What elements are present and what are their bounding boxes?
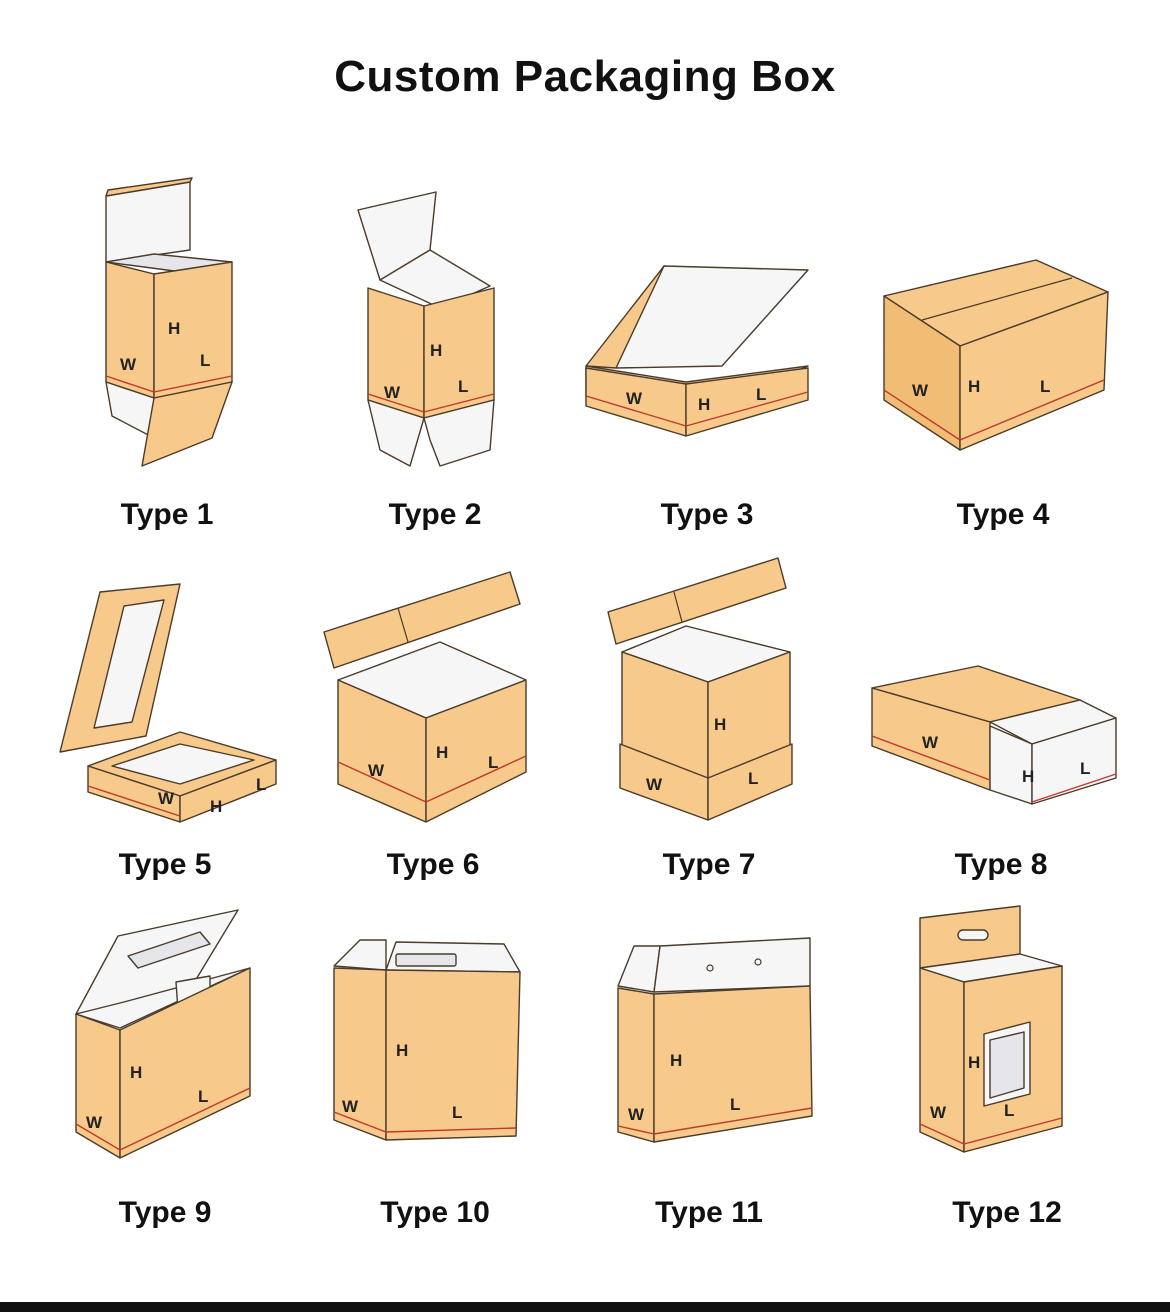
box-type-6-h: H bbox=[436, 743, 448, 762]
box-type-7: W H L Type 7 bbox=[574, 522, 844, 882]
box-type-3: W H L Type 3 bbox=[572, 170, 842, 531]
box-type-5-illustration: W H L bbox=[59, 583, 277, 823]
box-type-12-w: W bbox=[930, 1103, 947, 1122]
page-title: Custom Packaging Box bbox=[334, 52, 836, 101]
box-type-2-h: H bbox=[430, 341, 442, 360]
box-type-6-illustration: W H L bbox=[323, 571, 527, 823]
box-type-4-h: H bbox=[968, 377, 980, 396]
bottom-border bbox=[0, 1302, 1170, 1312]
box-type-5-w: W bbox=[158, 789, 175, 808]
box-type-8-l: L bbox=[1080, 759, 1090, 778]
box-type-11-w: W bbox=[628, 1105, 645, 1124]
box-type-8-h: H bbox=[1022, 767, 1034, 786]
box-type-12-illustration: W H L bbox=[919, 905, 1063, 1153]
box-type-3-h: H bbox=[698, 395, 710, 414]
box-type-1-label: Type 1 bbox=[120, 498, 214, 531]
box-type-9-w: W bbox=[86, 1113, 103, 1132]
box-type-4-l: L bbox=[1040, 377, 1050, 396]
box-type-7-label: Type 7 bbox=[662, 848, 756, 881]
box-type-11-h: H bbox=[670, 1051, 682, 1070]
box-type-12: W H L Type 12 bbox=[872, 905, 1142, 1266]
box-type-10: W H L Type 10 bbox=[300, 906, 570, 1266]
box-type-8-label: Type 8 bbox=[954, 848, 1048, 881]
box-type-8: W H L Type 8 bbox=[866, 522, 1136, 882]
box-type-11: W H L Type 11 bbox=[574, 906, 844, 1266]
box-type-5-label: Type 5 bbox=[118, 848, 212, 881]
box-type-1-l: L bbox=[200, 351, 210, 370]
box-type-2-label: Type 2 bbox=[388, 498, 482, 531]
box-type-5: W H L Type 5 bbox=[30, 522, 300, 882]
box-type-7-h: H bbox=[714, 715, 726, 734]
box-type-2-illustration: W H L bbox=[357, 191, 495, 467]
box-type-6: W H L Type 6 bbox=[298, 522, 568, 882]
box-type-5-h: H bbox=[210, 797, 222, 816]
box-type-10-l: L bbox=[452, 1103, 462, 1122]
box-type-2-w: W bbox=[384, 383, 401, 402]
box-type-9-l: L bbox=[198, 1087, 208, 1106]
box-type-12-label: Type 12 bbox=[952, 1196, 1062, 1229]
box-type-1-h: H bbox=[168, 319, 180, 338]
box-type-7-l: L bbox=[748, 769, 758, 788]
box-type-11-illustration: W H L bbox=[617, 937, 813, 1143]
box-type-8-illustration: W H L bbox=[871, 665, 1117, 805]
box-type-4-w: W bbox=[912, 381, 929, 400]
box-type-1-w: W bbox=[120, 355, 137, 374]
box-type-4-illustration: W H L bbox=[883, 259, 1109, 451]
box-type-9-h: H bbox=[130, 1063, 142, 1082]
box-type-3-label: Type 3 bbox=[660, 498, 754, 531]
box-type-7-w: W bbox=[646, 775, 663, 794]
box-type-10-w: W bbox=[342, 1097, 359, 1116]
box-type-2-l: L bbox=[458, 377, 468, 396]
box-type-3-l: L bbox=[756, 385, 766, 404]
box-type-7-illustration: W H L bbox=[607, 557, 793, 821]
box-type-5-l: L bbox=[256, 775, 266, 794]
box-type-8-w: W bbox=[922, 733, 939, 752]
box-type-10-h: H bbox=[396, 1041, 408, 1060]
box-type-12-h: H bbox=[968, 1053, 980, 1072]
box-type-2: W H L Type 2 bbox=[300, 170, 570, 531]
box-type-3-w: W bbox=[626, 389, 643, 408]
box-type-12-l: L bbox=[1004, 1101, 1014, 1120]
box-type-10-illustration: W H L bbox=[333, 939, 521, 1141]
box-type-6-l: L bbox=[488, 753, 498, 772]
box-type-10-label: Type 10 bbox=[380, 1196, 490, 1229]
box-type-11-l: L bbox=[730, 1095, 740, 1114]
box-type-4: W H L Type 4 bbox=[868, 170, 1138, 531]
box-type-1: W H L Type 1 bbox=[32, 170, 302, 531]
box-type-6-label: Type 6 bbox=[386, 848, 480, 881]
box-type-9: W H L Type 9 bbox=[30, 906, 300, 1266]
box-type-6-w: W bbox=[368, 761, 385, 780]
box-type-3-illustration: W H L bbox=[585, 265, 809, 437]
box-type-4-label: Type 4 bbox=[956, 498, 1050, 531]
box-type-9-illustration: W H L bbox=[75, 909, 251, 1159]
box-type-9-label: Type 9 bbox=[118, 1196, 212, 1229]
box-type-11-label: Type 11 bbox=[655, 1196, 763, 1229]
box-type-1-illustration: W H L bbox=[105, 177, 233, 467]
